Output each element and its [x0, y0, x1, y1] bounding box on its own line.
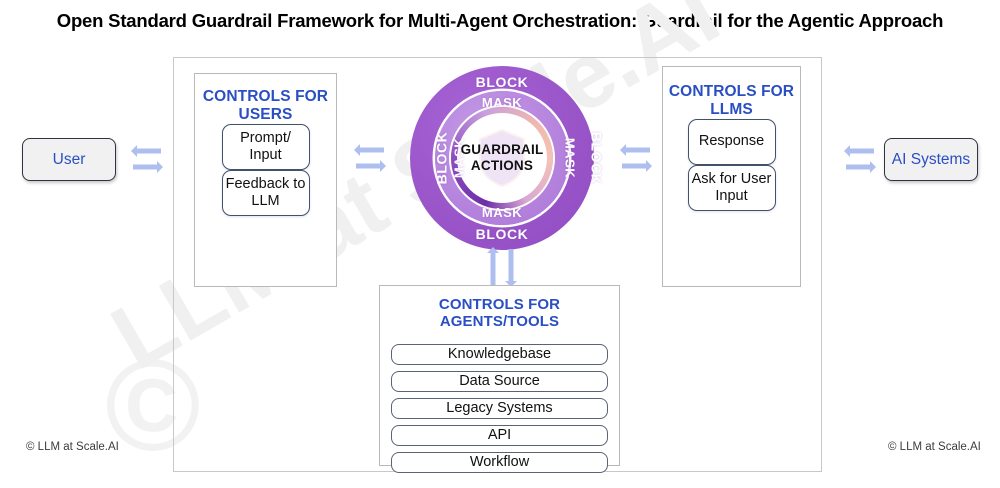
panel-controls-for-users: CONTROLS FOR USERS Prompt/ Input Feedbac…	[194, 73, 337, 287]
bidirectional-arrow-vertical-icon	[487, 247, 517, 287]
bidirectional-arrow-icon	[620, 144, 652, 172]
endpoint-user-box[interactable]: User	[22, 138, 116, 181]
control-box-prompt-input[interactable]: Prompt/ Input	[221, 123, 310, 170]
agents-tools-list: Knowledgebase Data Source Legacy Systems…	[380, 343, 619, 473]
panel-controls-for-llms: CONTROLS FOR LLMS Response Ask for User …	[662, 66, 801, 287]
guardrail-actions-circle: GUARDRAIL ACTIONS BLOCK BLOCK BLOCK BLOC…	[410, 66, 604, 250]
endpoint-user-label: User	[52, 150, 86, 168]
ring-label-block-right: BLOCK	[588, 131, 605, 185]
list-item-api[interactable]: API	[391, 424, 608, 446]
panel-controls-for-agents-tools: CONTROLS FOR AGENTS/TOOLS Knowledgebase …	[379, 285, 620, 473]
list-item-data-source[interactable]: Data Source	[391, 370, 608, 392]
copyright-left: © LLM at Scale.AI	[26, 441, 119, 453]
panel-agents-title: CONTROLS FOR AGENTS/TOOLS	[438, 296, 561, 331]
guardrail-core-line2: ACTIONS	[470, 158, 534, 173]
bidirectional-arrow-icon	[354, 144, 386, 172]
panel-llms-title: CONTROLS FOR LLMS	[668, 83, 795, 118]
arrow-pair-agents-link	[482, 245, 522, 289]
guardrail-core: GUARDRAIL ACTIONS	[457, 113, 547, 203]
control-box-feedback-to-llm[interactable]: Feedback to LLM	[221, 169, 310, 216]
shield-icon	[479, 128, 525, 188]
ring-label-mask-bottom: MASK	[481, 205, 523, 220]
arrow-pair-ai-systems-link	[840, 139, 880, 179]
control-box-ask-for-user-input[interactable]: Ask for User Input	[687, 164, 776, 211]
bidirectional-arrow-icon	[131, 145, 163, 173]
page-title: Open Standard Guardrail Framework for Mu…	[56, 10, 944, 31]
ring-label-block-left: BLOCK	[433, 131, 450, 185]
guardrail-core-line1: GUARDRAIL	[460, 142, 544, 158]
list-item-legacy-systems[interactable]: Legacy Systems	[391, 397, 608, 419]
ring-label-block-bottom: BLOCK	[475, 226, 529, 242]
ring-label-mask-right: MASK	[562, 137, 578, 179]
arrow-pair-user-link	[127, 139, 167, 179]
panel-users-title: CONTROLS FOR USERS	[202, 88, 329, 123]
endpoint-ai-systems-box[interactable]: AI Systems	[884, 138, 978, 181]
arrow-pair-right-middle-link	[618, 138, 658, 178]
bidirectional-arrow-icon	[844, 145, 876, 173]
list-item-workflow[interactable]: Workflow	[391, 451, 608, 473]
ring-label-block-top: BLOCK	[475, 74, 529, 90]
list-item-knowledgebase[interactable]: Knowledgebase	[391, 343, 608, 365]
ring-label-mask-top: MASK	[481, 95, 523, 110]
copyright-right: © LLM at Scale.AI	[888, 441, 981, 453]
arrow-pair-left-middle-link	[352, 138, 392, 178]
endpoint-ai-systems-label: AI Systems	[891, 150, 971, 168]
control-box-response[interactable]: Response	[687, 118, 776, 165]
